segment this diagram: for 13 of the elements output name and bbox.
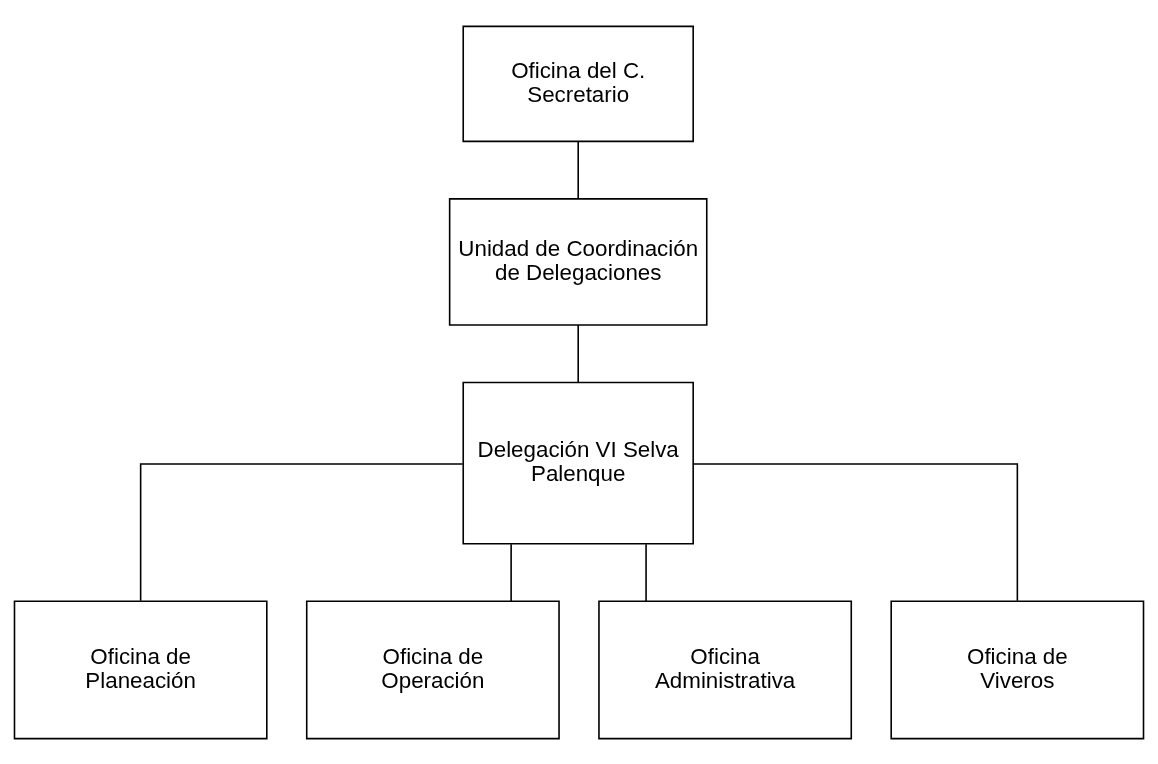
connector bbox=[577, 140, 579, 199]
connector bbox=[645, 543, 647, 602]
node-box: Oficina Administrativa bbox=[598, 600, 853, 739]
connector bbox=[577, 323, 579, 383]
node-box: Unidad de Coordinación de Delegaciones bbox=[448, 197, 708, 326]
connector bbox=[692, 462, 1019, 602]
node-box: Oficina de Operación bbox=[305, 600, 560, 739]
node-box: Oficina del C. Secretario bbox=[462, 25, 694, 142]
connector bbox=[510, 543, 512, 602]
node-box: Oficina de Viveros bbox=[890, 600, 1145, 739]
node-box: Oficina de Planeación bbox=[13, 600, 268, 739]
connector bbox=[139, 462, 464, 602]
node-box: Delegación VI Selva Palenque bbox=[462, 381, 694, 545]
